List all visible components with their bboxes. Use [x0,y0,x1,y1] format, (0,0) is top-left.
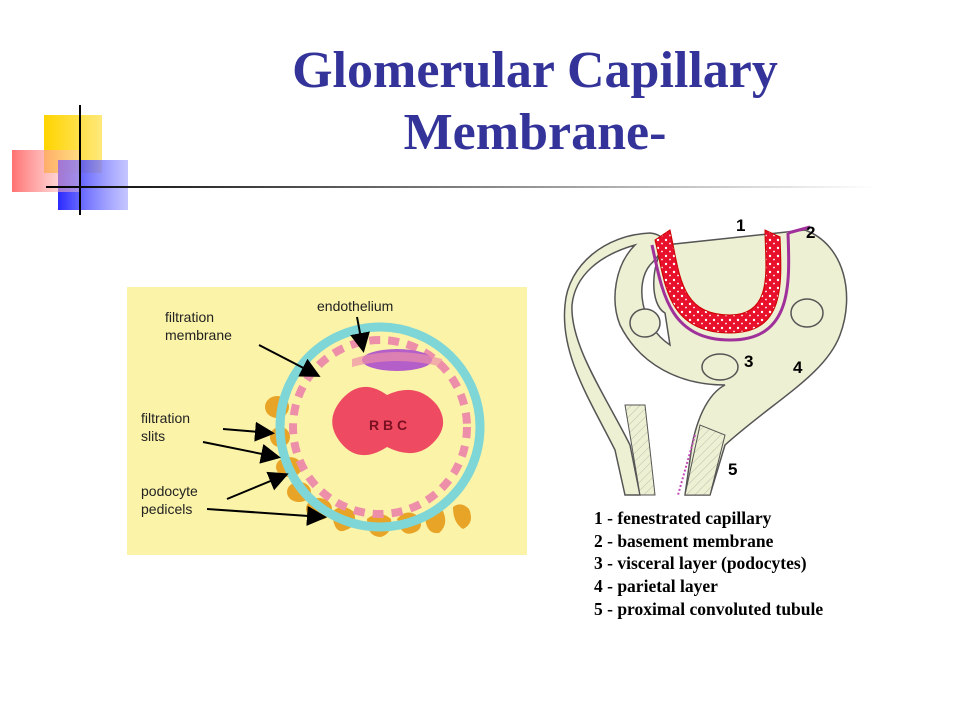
podocyte-foot [453,504,471,529]
title-line-2: Membrane- [403,104,667,161]
marker-5: 5 [728,460,737,479]
marker-3: 3 [744,352,753,371]
arrow-endothelium [350,316,370,353]
endothelium-label: endothelium [317,298,393,314]
glomerulus-schematic: 1 2 3 4 5 [563,216,848,496]
filtration-membrane-diagram: R B C filtration membrane endothelium fi… [127,287,527,555]
filtration-slits-label-2: slits [141,428,165,444]
arrow-filtration-membrane [258,344,321,377]
legend-item: 2 - basement membrane [594,530,774,551]
podocyte-pedicels-label-2: pedicels [141,501,192,517]
rbc-shape [332,386,444,456]
capillary-ring [275,322,485,532]
tubule-segment [624,404,656,496]
podocyte-body [701,353,739,381]
arrow-filtration-slits-1 [222,421,275,442]
fenestrated-capillary [654,229,782,334]
legend-item: 3 - visceral layer (podocytes) [594,553,807,574]
basement-membrane-outer [787,225,811,235]
arrow-podocyte-2 [206,505,327,526]
legend-item: 4 - parietal layer [594,576,718,597]
horizontal-line [46,186,876,188]
slide-title: Glomerular Capillary Membrane- [200,40,870,164]
legend-item: 5 - proximal convoluted tubule [594,598,824,619]
title-line-1: Glomerular Capillary [292,42,778,99]
legend-item: 1 - fenestrated capillary [594,508,772,528]
filtration-membrane-label-1: filtration [165,309,214,325]
figure-legend: 1 - fenestrated capillary 2 - basement m… [594,507,934,621]
marker-2: 2 [806,223,815,242]
marker-4: 4 [793,358,803,377]
endothelium-dashes [289,336,471,518]
marker-1: 1 [736,216,745,235]
arrow-filtration-slits-2 [202,441,281,464]
red-square [12,150,80,192]
podocyte-body [790,298,824,328]
tubule-segment [684,424,726,496]
endothelial-cell-band [352,352,442,367]
filtration-membrane-label-2: membrane [165,327,232,343]
arrow-podocyte-1 [226,471,289,500]
podocyte-pedicels-label-1: podocyte [141,483,198,499]
filtration-slits-label-1: filtration [141,410,190,426]
podocyte-body [629,308,661,338]
basement-membrane [650,232,791,342]
rbc-label: R B C [369,417,407,433]
decorative-corner-graphic [12,105,876,215]
